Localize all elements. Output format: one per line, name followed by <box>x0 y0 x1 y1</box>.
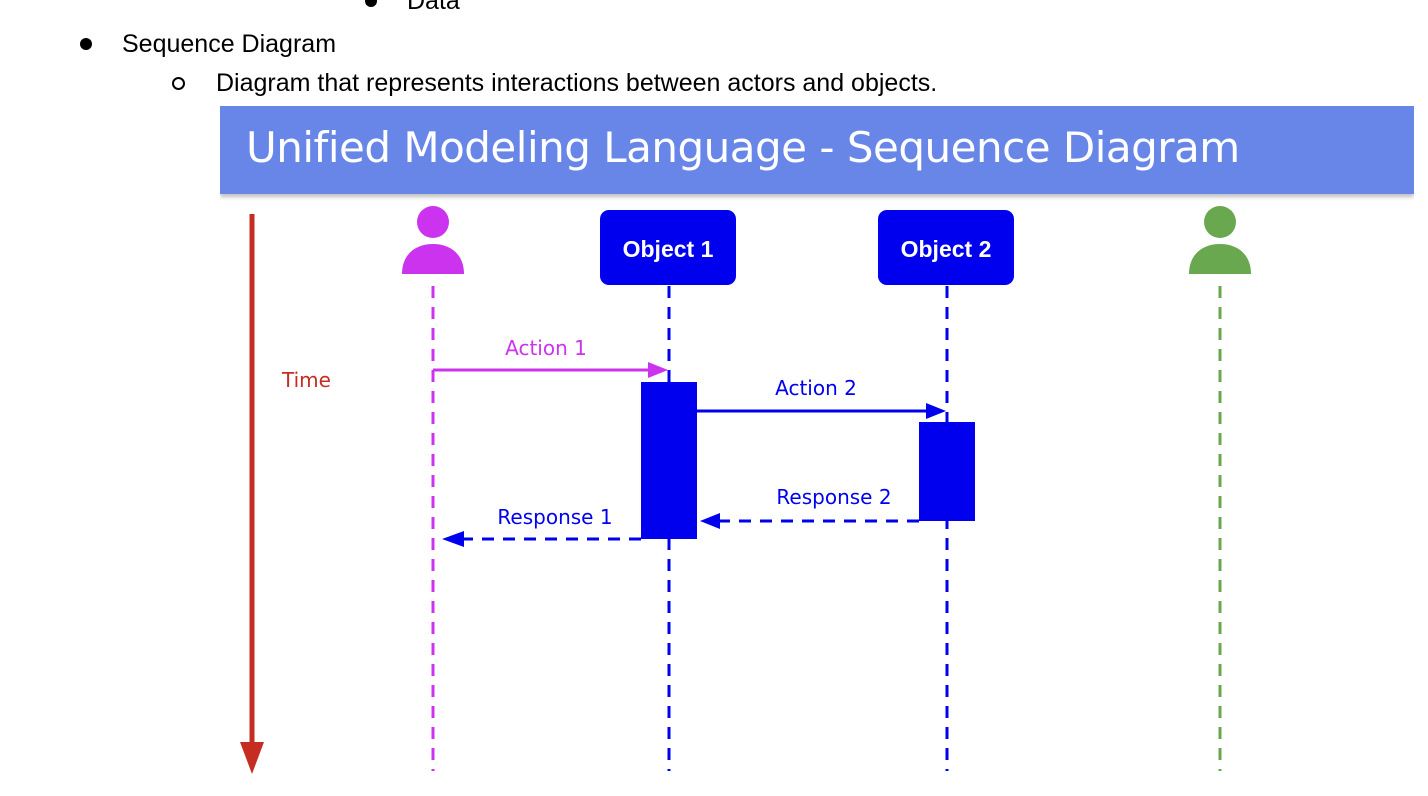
person-icon <box>1189 206 1251 274</box>
person-icon <box>402 206 464 274</box>
message-action-1: Action 1 <box>433 336 668 378</box>
list-item-label: Sequence Diagram <box>122 30 337 58</box>
message-response-1: Response 1 <box>442 505 641 547</box>
hollow-bullet-icon <box>172 76 185 90</box>
time-arrow <box>240 214 264 774</box>
object-1-box: Object 1 <box>600 210 736 285</box>
message-label: Action 2 <box>775 376 857 400</box>
list-item-sequence-diagram: Sequence Diagram <box>80 29 336 59</box>
list-item-data: Data <box>365 0 460 16</box>
figure-header: Unified Modeling Language - Sequence Dia… <box>220 106 1414 194</box>
list-item-label: Data <box>407 0 460 15</box>
sequence-diagram-figure: Unified Modeling Language - Sequence Dia… <box>220 106 1414 796</box>
bullet-icon <box>80 38 92 50</box>
sub-list-item: Diagram that represents interactions bet… <box>172 68 937 98</box>
bullet-icon <box>365 0 377 7</box>
message-label: Response 1 <box>497 505 612 529</box>
sub-list-item-label: Diagram that represents interactions bet… <box>216 69 938 97</box>
sequence-diagram: Time Object 1 Object 2 <box>240 206 1251 774</box>
message-label: Action 1 <box>505 336 587 360</box>
object-2-label: Object 2 <box>901 236 992 262</box>
time-label: Time <box>281 368 331 392</box>
object-1-activation-bar <box>641 382 697 539</box>
object-2-activation-bar <box>919 422 975 521</box>
object-1-label: Object 1 <box>623 236 714 262</box>
message-response-2: Response 2 <box>700 485 919 529</box>
object-2-box: Object 2 <box>878 210 1014 285</box>
message-label: Response 2 <box>776 485 891 509</box>
message-action-2: Action 2 <box>697 376 946 419</box>
figure-title: Unified Modeling Language - Sequence Dia… <box>246 123 1240 172</box>
